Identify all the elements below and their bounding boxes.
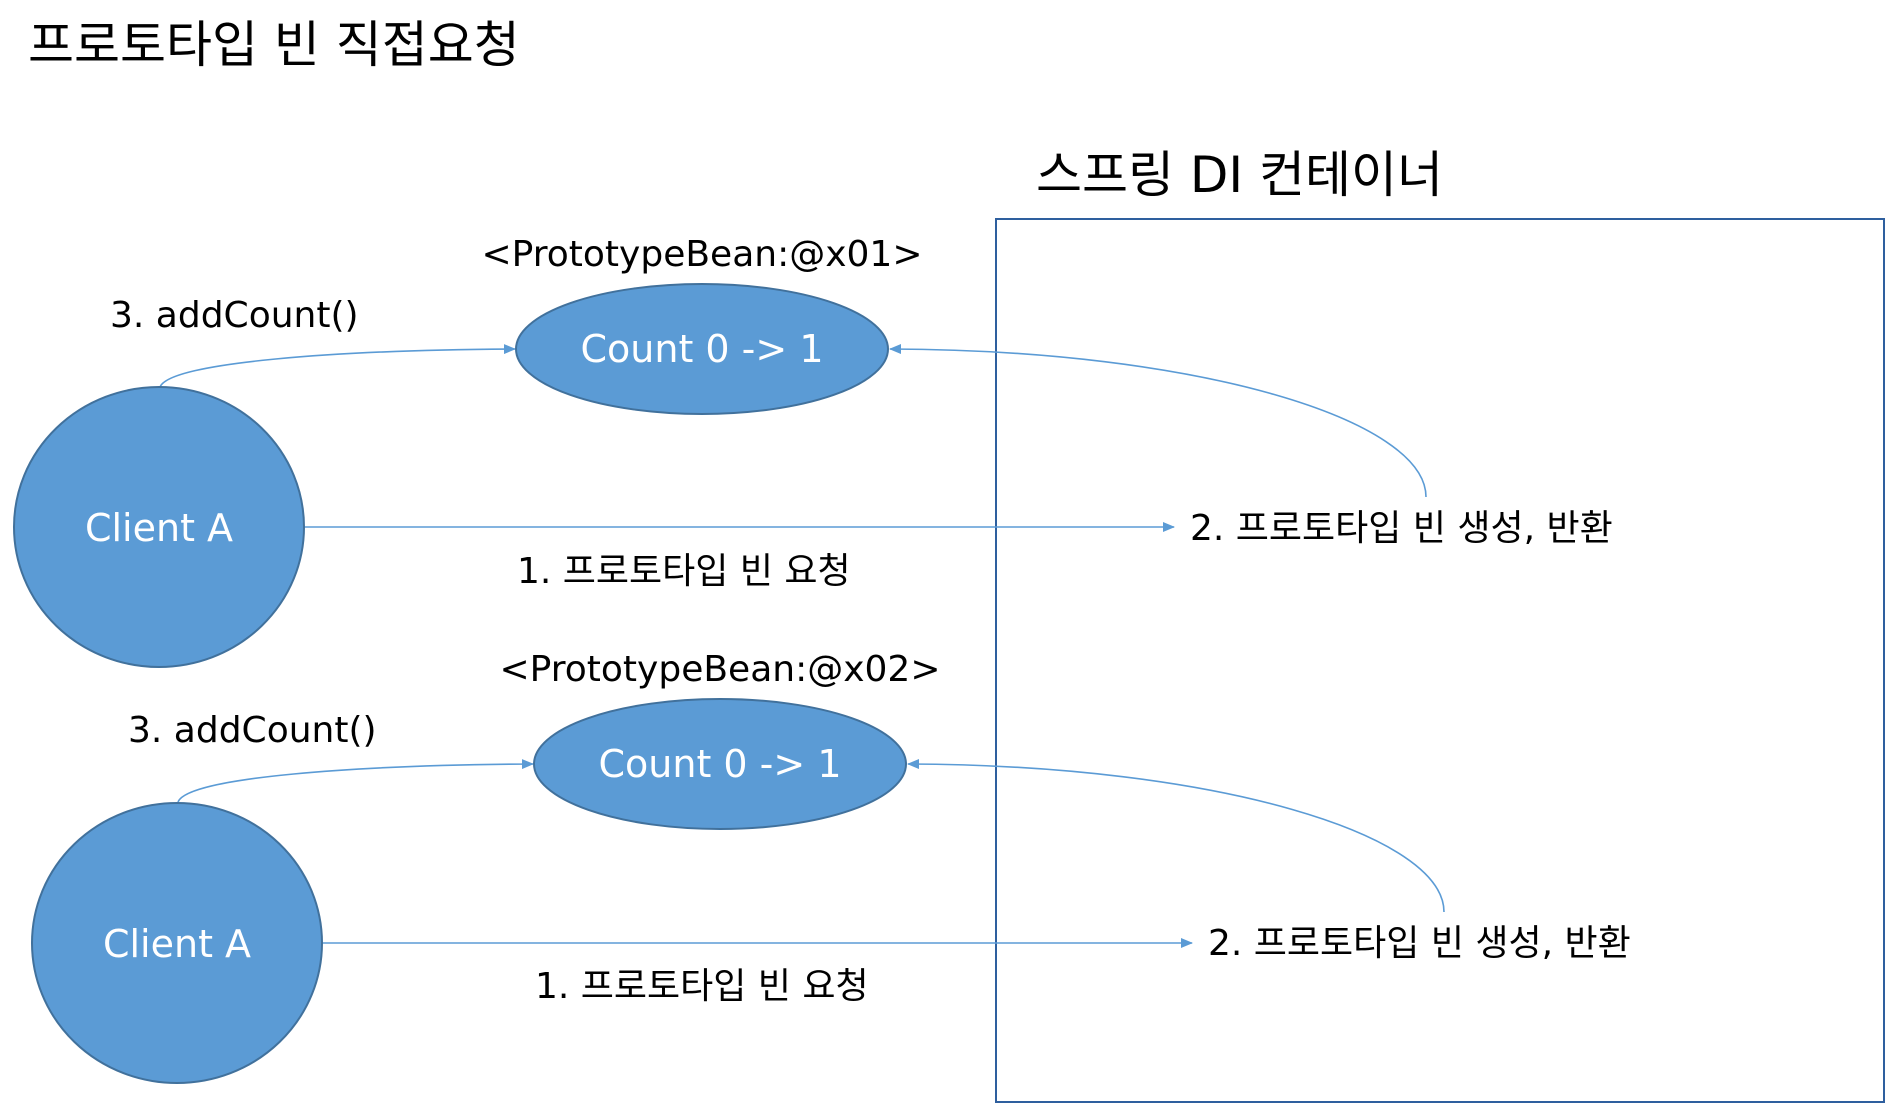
bean-count-label: Count 0 -> 1 xyxy=(599,742,842,786)
return-bean-arrow xyxy=(889,344,1427,498)
step3-label: 3. addCount() xyxy=(128,710,377,751)
bean-name-label: <PrototypeBean:@x02> xyxy=(500,649,941,690)
page-title: 프로토타입 빈 직접요청 xyxy=(28,16,520,74)
spring-di-container xyxy=(995,218,1885,1103)
container-title: 스프링 DI 컨테이너 xyxy=(1036,146,1443,204)
client-label: Client A xyxy=(85,506,233,550)
client-node xyxy=(13,386,305,668)
add-count-arrow xyxy=(159,344,516,388)
step1-label: 1. 프로토타입 빈 요청 xyxy=(517,551,851,592)
prototype-bean-node xyxy=(515,283,889,415)
add-count-arrow xyxy=(177,759,534,803)
return-bean-arrow xyxy=(907,759,1445,913)
step1-label: 1. 프로토타입 빈 요청 xyxy=(535,966,869,1007)
step3-label: 3. addCount() xyxy=(110,295,359,336)
bean-count-label: Count 0 -> 1 xyxy=(581,327,824,371)
client-label: Client A xyxy=(103,922,251,966)
client-node xyxy=(31,802,323,1084)
bean-name-label: <PrototypeBean:@x01> xyxy=(482,234,923,275)
flow-1: 3. addCount() <PrototypeBean:@x01> Count… xyxy=(13,234,1613,668)
step2-label: 2. 프로토타입 빈 생성, 반환 xyxy=(1190,508,1613,549)
flow-2: 3. addCount() <PrototypeBean:@x02> Count… xyxy=(31,649,1631,1084)
step2-label: 2. 프로토타입 빈 생성, 반환 xyxy=(1208,923,1631,964)
prototype-bean-node xyxy=(533,698,907,830)
